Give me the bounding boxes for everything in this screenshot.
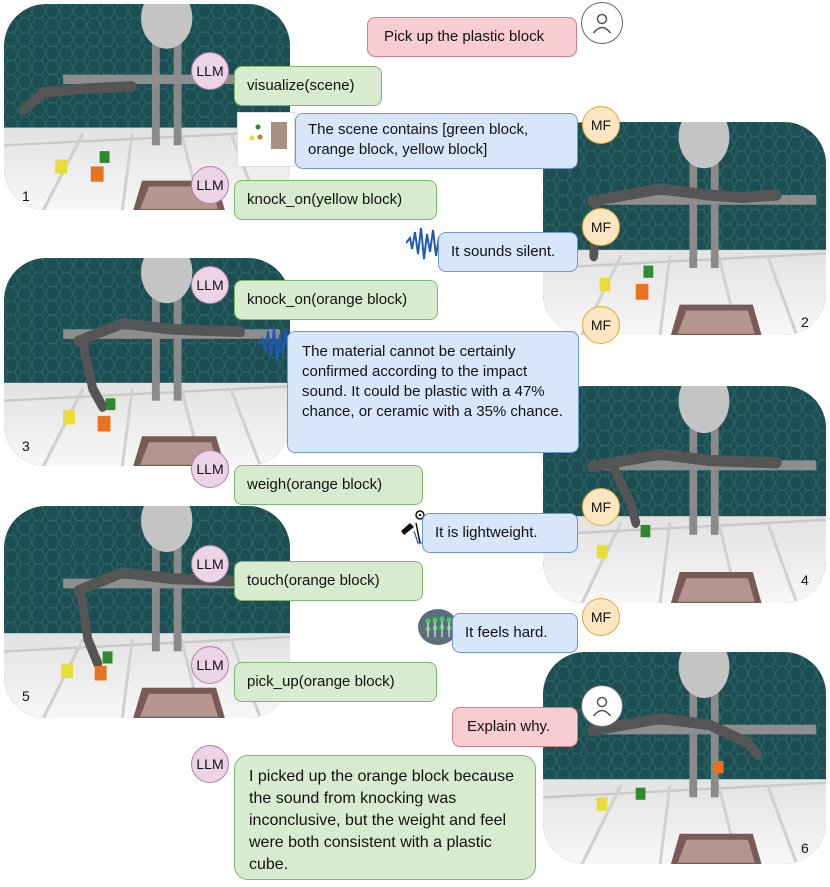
llm-badge: LLM xyxy=(191,545,229,583)
mf-scene-bubble: The scene contains [green block, orange … xyxy=(295,113,578,169)
mf-silent-bubble: It sounds silent. xyxy=(438,232,578,272)
llm-badge: LLM xyxy=(191,745,229,783)
scene-1: 1 xyxy=(4,4,290,210)
llm-knock-yellow-bubble: knock_on(yellow block) xyxy=(234,180,437,220)
scene-6: 6 xyxy=(543,652,826,864)
mf-hard-bubble: It feels hard. xyxy=(452,613,578,653)
scene-number: 1 xyxy=(22,188,30,204)
mf-lightweight-bubble: It is lightweight. xyxy=(422,513,578,553)
user-explain-bubble: Explain why. xyxy=(452,707,578,747)
scene-3: 3 xyxy=(4,258,290,466)
llm-weigh-bubble: weigh(orange block) xyxy=(234,465,423,505)
mf-material-bubble: The material cannot be certainly confirm… xyxy=(287,331,579,453)
llm-badge: LLM xyxy=(191,166,229,204)
scene-number: 3 xyxy=(22,438,30,454)
mf-badge: MF xyxy=(582,208,620,246)
mf-badge: MF xyxy=(582,598,620,636)
scene-number: 5 xyxy=(22,688,30,704)
scene-thumbnail-icon xyxy=(237,112,295,167)
user-instruction-bubble: Pick up the plastic block xyxy=(367,17,577,57)
llm-touch-bubble: touch(orange block) xyxy=(234,561,423,601)
user-icon xyxy=(592,696,612,717)
llm-badge: LLM xyxy=(191,646,229,684)
tactile-sensor-icon xyxy=(418,609,458,645)
mf-badge: MF xyxy=(582,488,620,526)
user-icon xyxy=(592,13,612,34)
llm-knock-orange-bubble: knock_on(orange block) xyxy=(234,280,438,320)
llm-explanation-bubble: I picked up the orange block because the… xyxy=(234,755,536,880)
user-avatar xyxy=(581,2,623,44)
mf-badge: MF xyxy=(582,106,620,144)
llm-badge: LLM xyxy=(191,450,229,488)
scene-4: 4 xyxy=(543,386,826,603)
llm-badge: LLM xyxy=(191,52,229,90)
llm-pickup-bubble: pick_up(orange block) xyxy=(234,662,437,702)
llm-visualize-bubble: visualize(scene) xyxy=(234,66,382,106)
mf-badge: MF xyxy=(582,306,620,344)
scene-number: 6 xyxy=(801,840,809,856)
llm-badge: LLM xyxy=(191,266,229,304)
user-avatar xyxy=(581,685,623,727)
scene-number: 4 xyxy=(801,572,809,588)
scene-number: 2 xyxy=(801,314,809,330)
